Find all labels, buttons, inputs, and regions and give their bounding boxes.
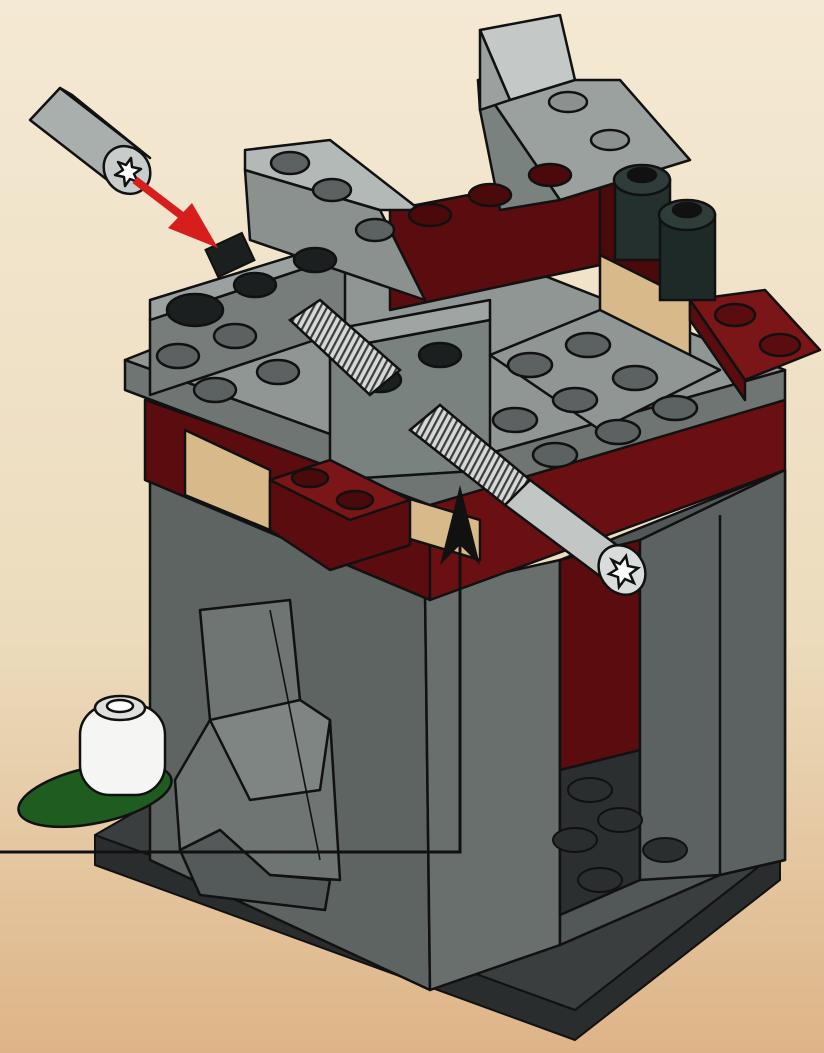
instruction-illustration (0, 0, 824, 1053)
